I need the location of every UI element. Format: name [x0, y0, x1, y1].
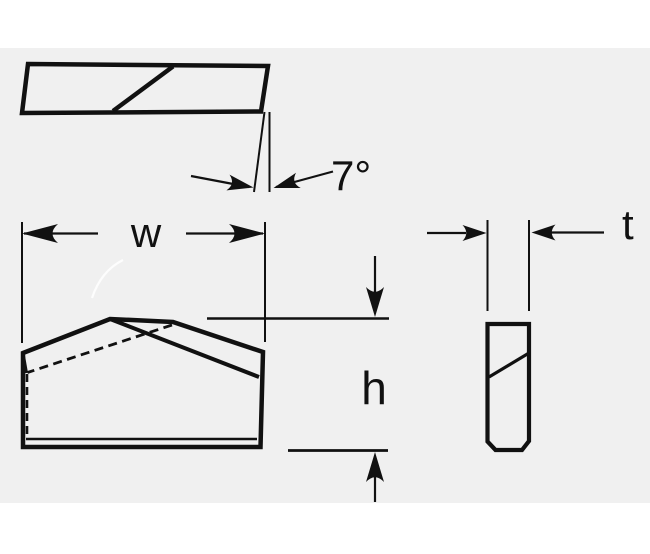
width-label: w [130, 209, 162, 256]
hidden-edge-dashed-slope [27, 323, 173, 374]
front-face-slope-line [109, 317, 260, 379]
angle-arrowhead-left-icon [226, 174, 254, 191]
width-arrowhead-left-icon [22, 224, 58, 243]
angle-arrowhead-right-icon [273, 172, 301, 189]
height-arrowhead-down-icon [366, 287, 384, 317]
height-arrowhead-up-icon [366, 452, 384, 482]
top-view-braze-line [111, 64, 175, 113]
clearance-angle-annotation: 7° [190, 111, 371, 199]
height-label: h [361, 362, 387, 414]
side-view-outline [485, 321, 532, 453]
width-dimension: w [21, 209, 266, 343]
side-view-braze-line [488, 351, 530, 379]
width-arrowhead-right-icon [229, 224, 265, 243]
top-view-outline [19, 61, 271, 116]
front-view [20, 316, 266, 450]
thickness-arrowhead-left-icon [462, 225, 487, 241]
angle-label: 7° [331, 152, 371, 199]
drawing-canvas-background [0, 48, 650, 503]
front-view-left-face-edge [21, 352, 28, 374]
thickness-dimension: t [427, 201, 634, 311]
watermark-arc [90, 259, 124, 299]
angled-edge-extension-line [253, 111, 266, 193]
top-view [19, 61, 271, 116]
side-view [485, 321, 532, 453]
thickness-label: t [622, 201, 634, 248]
thickness-arrowhead-right-icon [531, 224, 556, 241]
height-dimension: h [207, 256, 389, 502]
